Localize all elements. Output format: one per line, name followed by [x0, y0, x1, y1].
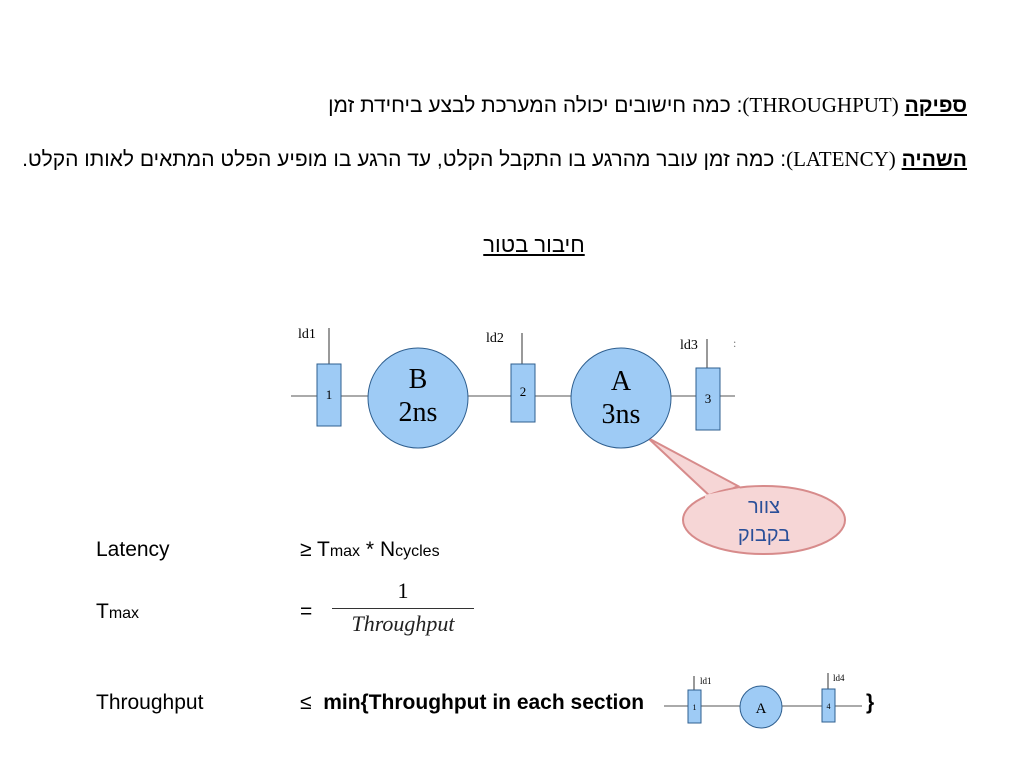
- register-1-label: 1: [326, 387, 333, 402]
- mini-register-4-label: 4: [827, 702, 831, 711]
- tmax-label-sub: max: [108, 605, 140, 622]
- bottleneck-callout: [682, 485, 846, 555]
- latency-t: T: [317, 538, 330, 561]
- callout-tail: [647, 437, 741, 500]
- tmax-label-main: T: [96, 600, 109, 623]
- mini-unit-a: [739, 685, 783, 729]
- tmax-label: Tmax: [96, 600, 139, 624]
- mini-unit-a-label: A: [756, 701, 767, 717]
- mini-register-1-label: 1: [693, 703, 697, 712]
- throughput-close-brace: }: [866, 691, 875, 714]
- stray-mark: :: [733, 336, 736, 350]
- latency-english: (LATENCY): [786, 147, 896, 171]
- throughput-symbol: ≤: [300, 691, 312, 714]
- ld-label-1: ld1: [298, 327, 316, 342]
- callout-line-2: בקבוק: [738, 524, 790, 546]
- register-2: [510, 363, 536, 423]
- mini-ld-label-1: ld1: [700, 676, 712, 686]
- latency-op: *: [365, 538, 375, 561]
- unit-b: [367, 347, 469, 449]
- latency-n: N: [379, 538, 396, 561]
- unit-a-delay: 3ns: [602, 399, 641, 430]
- register-1: [316, 363, 342, 427]
- fraction-denominator: Throughput: [351, 611, 455, 636]
- latency-text: : כמה זמן עובר מהרגע בו התקבל הקלט, עד ה…: [22, 148, 787, 171]
- ld-label-2: ld2: [486, 331, 504, 346]
- latency-formula: ≥ Tmax * Ncycles: [300, 538, 440, 562]
- tmax-fraction: 1 Throughput: [332, 578, 474, 637]
- latency-symbol: ≥: [300, 538, 312, 561]
- throughput-english: (THROUGHPUT): [742, 93, 899, 117]
- unit-b-delay: 2ns: [399, 397, 438, 428]
- mini-register-4: [821, 688, 836, 723]
- throughput-label: Throughput: [96, 691, 204, 714]
- mini-register-1: [687, 689, 702, 724]
- throughput-text: : כמה חישובים יכולה המערכת לבצע ביחידת ז…: [328, 94, 743, 117]
- register-3: [695, 367, 721, 431]
- latency-label: Latency: [96, 538, 170, 561]
- throughput-term: ספיקה: [904, 94, 967, 117]
- fraction-numerator: 1: [397, 578, 409, 603]
- throughput-expression: min{Throughput in each section: [323, 691, 645, 714]
- latency-n-sub: cycles: [395, 543, 440, 560]
- section-heading: חיבור בטור: [483, 232, 585, 257]
- latency-t-sub: max: [329, 543, 361, 560]
- tmax-equals: =: [300, 600, 313, 623]
- unit-a: [570, 347, 672, 449]
- fraction-bar: [332, 608, 474, 609]
- latency-definition: השהיה (LATENCY): כמה זמן עובר מהרגע בו ה…: [22, 146, 967, 173]
- throughput-definition: ספיקה (THROUGHPUT): כמה חישובים יכולה המ…: [328, 92, 967, 119]
- unit-b-name: B: [409, 364, 428, 395]
- callout-line-1: צוור: [748, 496, 780, 518]
- mini-ld-label-4: ld4: [833, 673, 845, 683]
- register-3-label: 3: [705, 391, 712, 406]
- ld-label-3: ld3: [680, 338, 698, 353]
- throughput-formula: ≤ min{Throughput in each section: [300, 691, 644, 715]
- latency-term: השהיה: [901, 148, 967, 171]
- unit-a-name: A: [611, 366, 632, 397]
- register-2-label: 2: [520, 384, 527, 399]
